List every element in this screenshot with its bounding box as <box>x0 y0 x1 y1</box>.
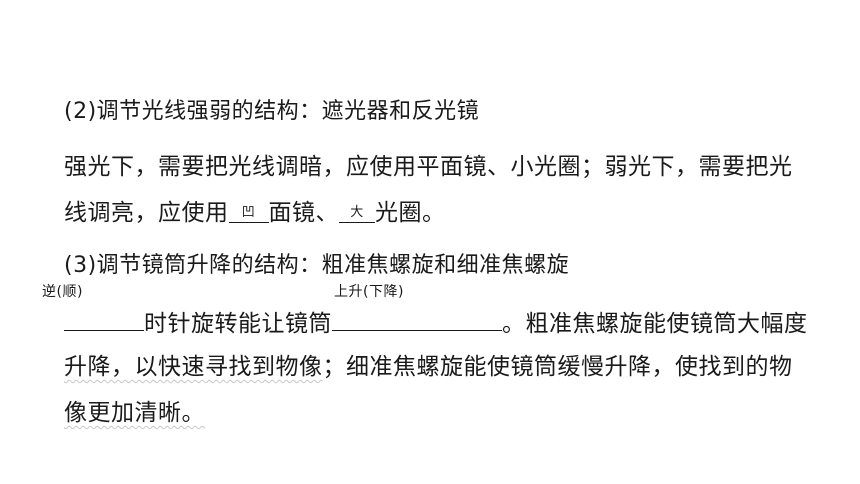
section-2-paragraph-line-1: 强光下，需要把光线调暗，应使用平面镜、小光圈；弱光下，需要把光 <box>64 154 793 180</box>
wavy-underlined-text: 像更加清晰。 <box>64 400 205 426</box>
section-2-heading: (2)调节光线强弱的结构：遮光器和反光镜 <box>64 99 480 124</box>
blank-direction-wrap: 上升(下降) <box>332 284 502 339</box>
blank-answer-rotation: 逆(顺) <box>42 284 83 300</box>
blank-rotation-wrap: 逆(顺) <box>42 284 144 339</box>
section-3-paragraph-line-2: 升降，以快速寻找到物像；细准焦螺旋能使镜筒缓慢升降，使找到的物 <box>64 352 793 382</box>
text-segment: 光圈。 <box>375 200 446 226</box>
blank-direction <box>332 306 502 331</box>
text-segment: 线调亮，应使用 <box>64 200 229 226</box>
section-2-paragraph-line-2: 线调亮，应使用凹面镜、大光圈。 <box>64 198 446 228</box>
text-segment: 。粗准焦螺旋能使镜筒大幅度 <box>502 311 808 337</box>
blank-large: 大 <box>339 198 375 223</box>
text-segment: ；细准焦螺旋能使镜筒缓慢升降，使找到的物 <box>322 354 793 380</box>
text-segment: 面镜、 <box>268 200 339 226</box>
blank-answer-concave: 凹 <box>241 205 256 220</box>
blank-rotation <box>64 306 144 331</box>
section-3-paragraph-line-1: 逆(顺) 时针旋转能让镜筒上升(下降) 。粗准焦螺旋能使镜筒大幅度 <box>42 284 808 339</box>
section-3-heading: (3)调节镜筒升降的结构：粗准焦螺旋和细准焦螺旋 <box>64 253 570 278</box>
blank-answer-direction: 上升(下降) <box>334 284 404 300</box>
section-3-paragraph-line-3: 像更加清晰。 <box>64 398 205 428</box>
blank-answer-large: 大 <box>350 205 364 220</box>
wavy-underlined-text: 升降，以快速寻找到物像 <box>64 354 323 380</box>
text-segment: 时针旋转能让镜筒 <box>144 311 332 337</box>
blank-concave: 凹 <box>228 198 269 223</box>
